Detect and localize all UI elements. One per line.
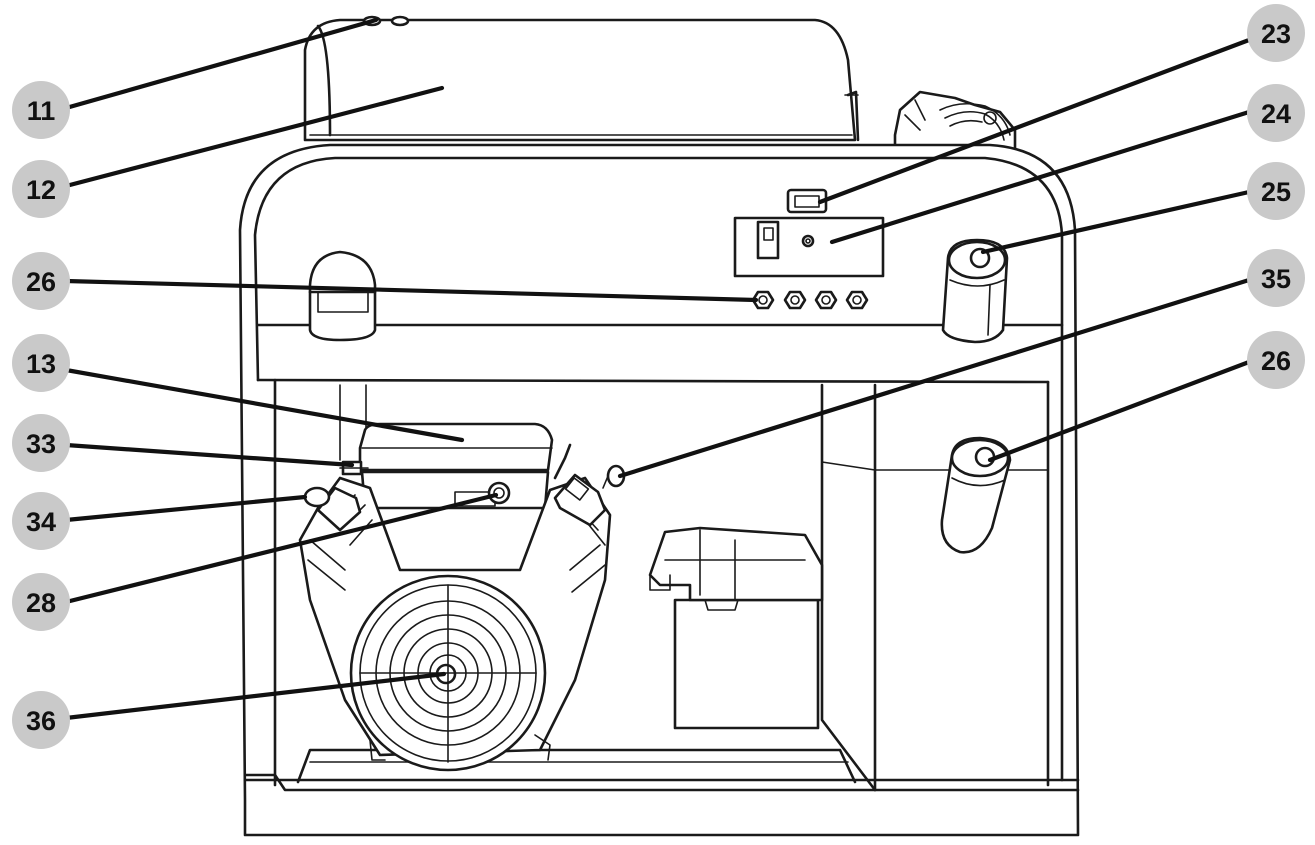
callout-badge bbox=[12, 691, 70, 749]
callout-badge bbox=[12, 81, 70, 139]
callout-label: 35 bbox=[1261, 264, 1291, 294]
outlet-3 bbox=[814, 290, 838, 310]
callout-36: 36 bbox=[12, 691, 70, 749]
battery-box bbox=[648, 526, 824, 730]
callout-label: 28 bbox=[26, 588, 56, 618]
callout-33: 33 bbox=[12, 414, 70, 472]
upper-socket bbox=[941, 238, 1009, 344]
callout-12: 12 bbox=[12, 160, 70, 218]
callout-label: 25 bbox=[1261, 177, 1291, 207]
engine bbox=[298, 422, 612, 772]
callout-badge bbox=[1247, 4, 1305, 62]
oil-cap bbox=[602, 464, 626, 489]
callout-13: 13 bbox=[12, 334, 70, 392]
callout-label: 34 bbox=[26, 507, 56, 537]
callout-label: 26 bbox=[26, 267, 56, 297]
choke-lever bbox=[339, 460, 369, 476]
callout-23: 23 bbox=[1247, 4, 1305, 62]
callout-label: 36 bbox=[26, 706, 56, 736]
callout-badge bbox=[12, 414, 70, 472]
leader-lines bbox=[63, 17, 1252, 721]
callout-badge bbox=[12, 573, 70, 631]
callout-label: 12 bbox=[26, 175, 56, 205]
callout-25: 25 bbox=[1247, 162, 1305, 220]
callout-badge bbox=[12, 160, 70, 218]
left-handle bbox=[308, 250, 377, 342]
callout-label: 23 bbox=[1261, 19, 1291, 49]
callout-badge bbox=[1247, 331, 1305, 389]
exhaust-hose bbox=[893, 90, 1017, 152]
callout-11: 11 bbox=[12, 81, 70, 139]
outlet-1 bbox=[751, 290, 775, 310]
callout-26-right: 26 bbox=[1247, 331, 1305, 389]
callout-badge bbox=[1247, 162, 1305, 220]
control-panel bbox=[733, 216, 885, 278]
callout-label: 11 bbox=[27, 96, 56, 126]
callout-badge bbox=[1247, 249, 1305, 307]
callout-label: 26 bbox=[1261, 346, 1291, 376]
callout-badge bbox=[12, 334, 70, 392]
lower-socket bbox=[940, 436, 1012, 554]
top-cover bbox=[303, 18, 860, 142]
callout-label: 24 bbox=[1261, 99, 1291, 129]
outlet-2 bbox=[783, 290, 807, 310]
callout-label: 33 bbox=[26, 429, 56, 459]
outlets bbox=[751, 290, 869, 310]
outlet-4 bbox=[845, 290, 869, 310]
callout-label: 13 bbox=[26, 349, 56, 379]
callout-34: 34 bbox=[12, 492, 70, 550]
callout-28: 28 bbox=[12, 573, 70, 631]
callout-badge bbox=[12, 492, 70, 550]
fuel-knob bbox=[303, 486, 331, 508]
callout-26-left: 26 bbox=[12, 252, 70, 310]
callout-24: 24 bbox=[1247, 84, 1305, 142]
callout-badge bbox=[12, 252, 70, 310]
dipstick bbox=[487, 481, 511, 505]
callout-badge bbox=[1247, 84, 1305, 142]
callout-35: 35 bbox=[1247, 249, 1305, 307]
